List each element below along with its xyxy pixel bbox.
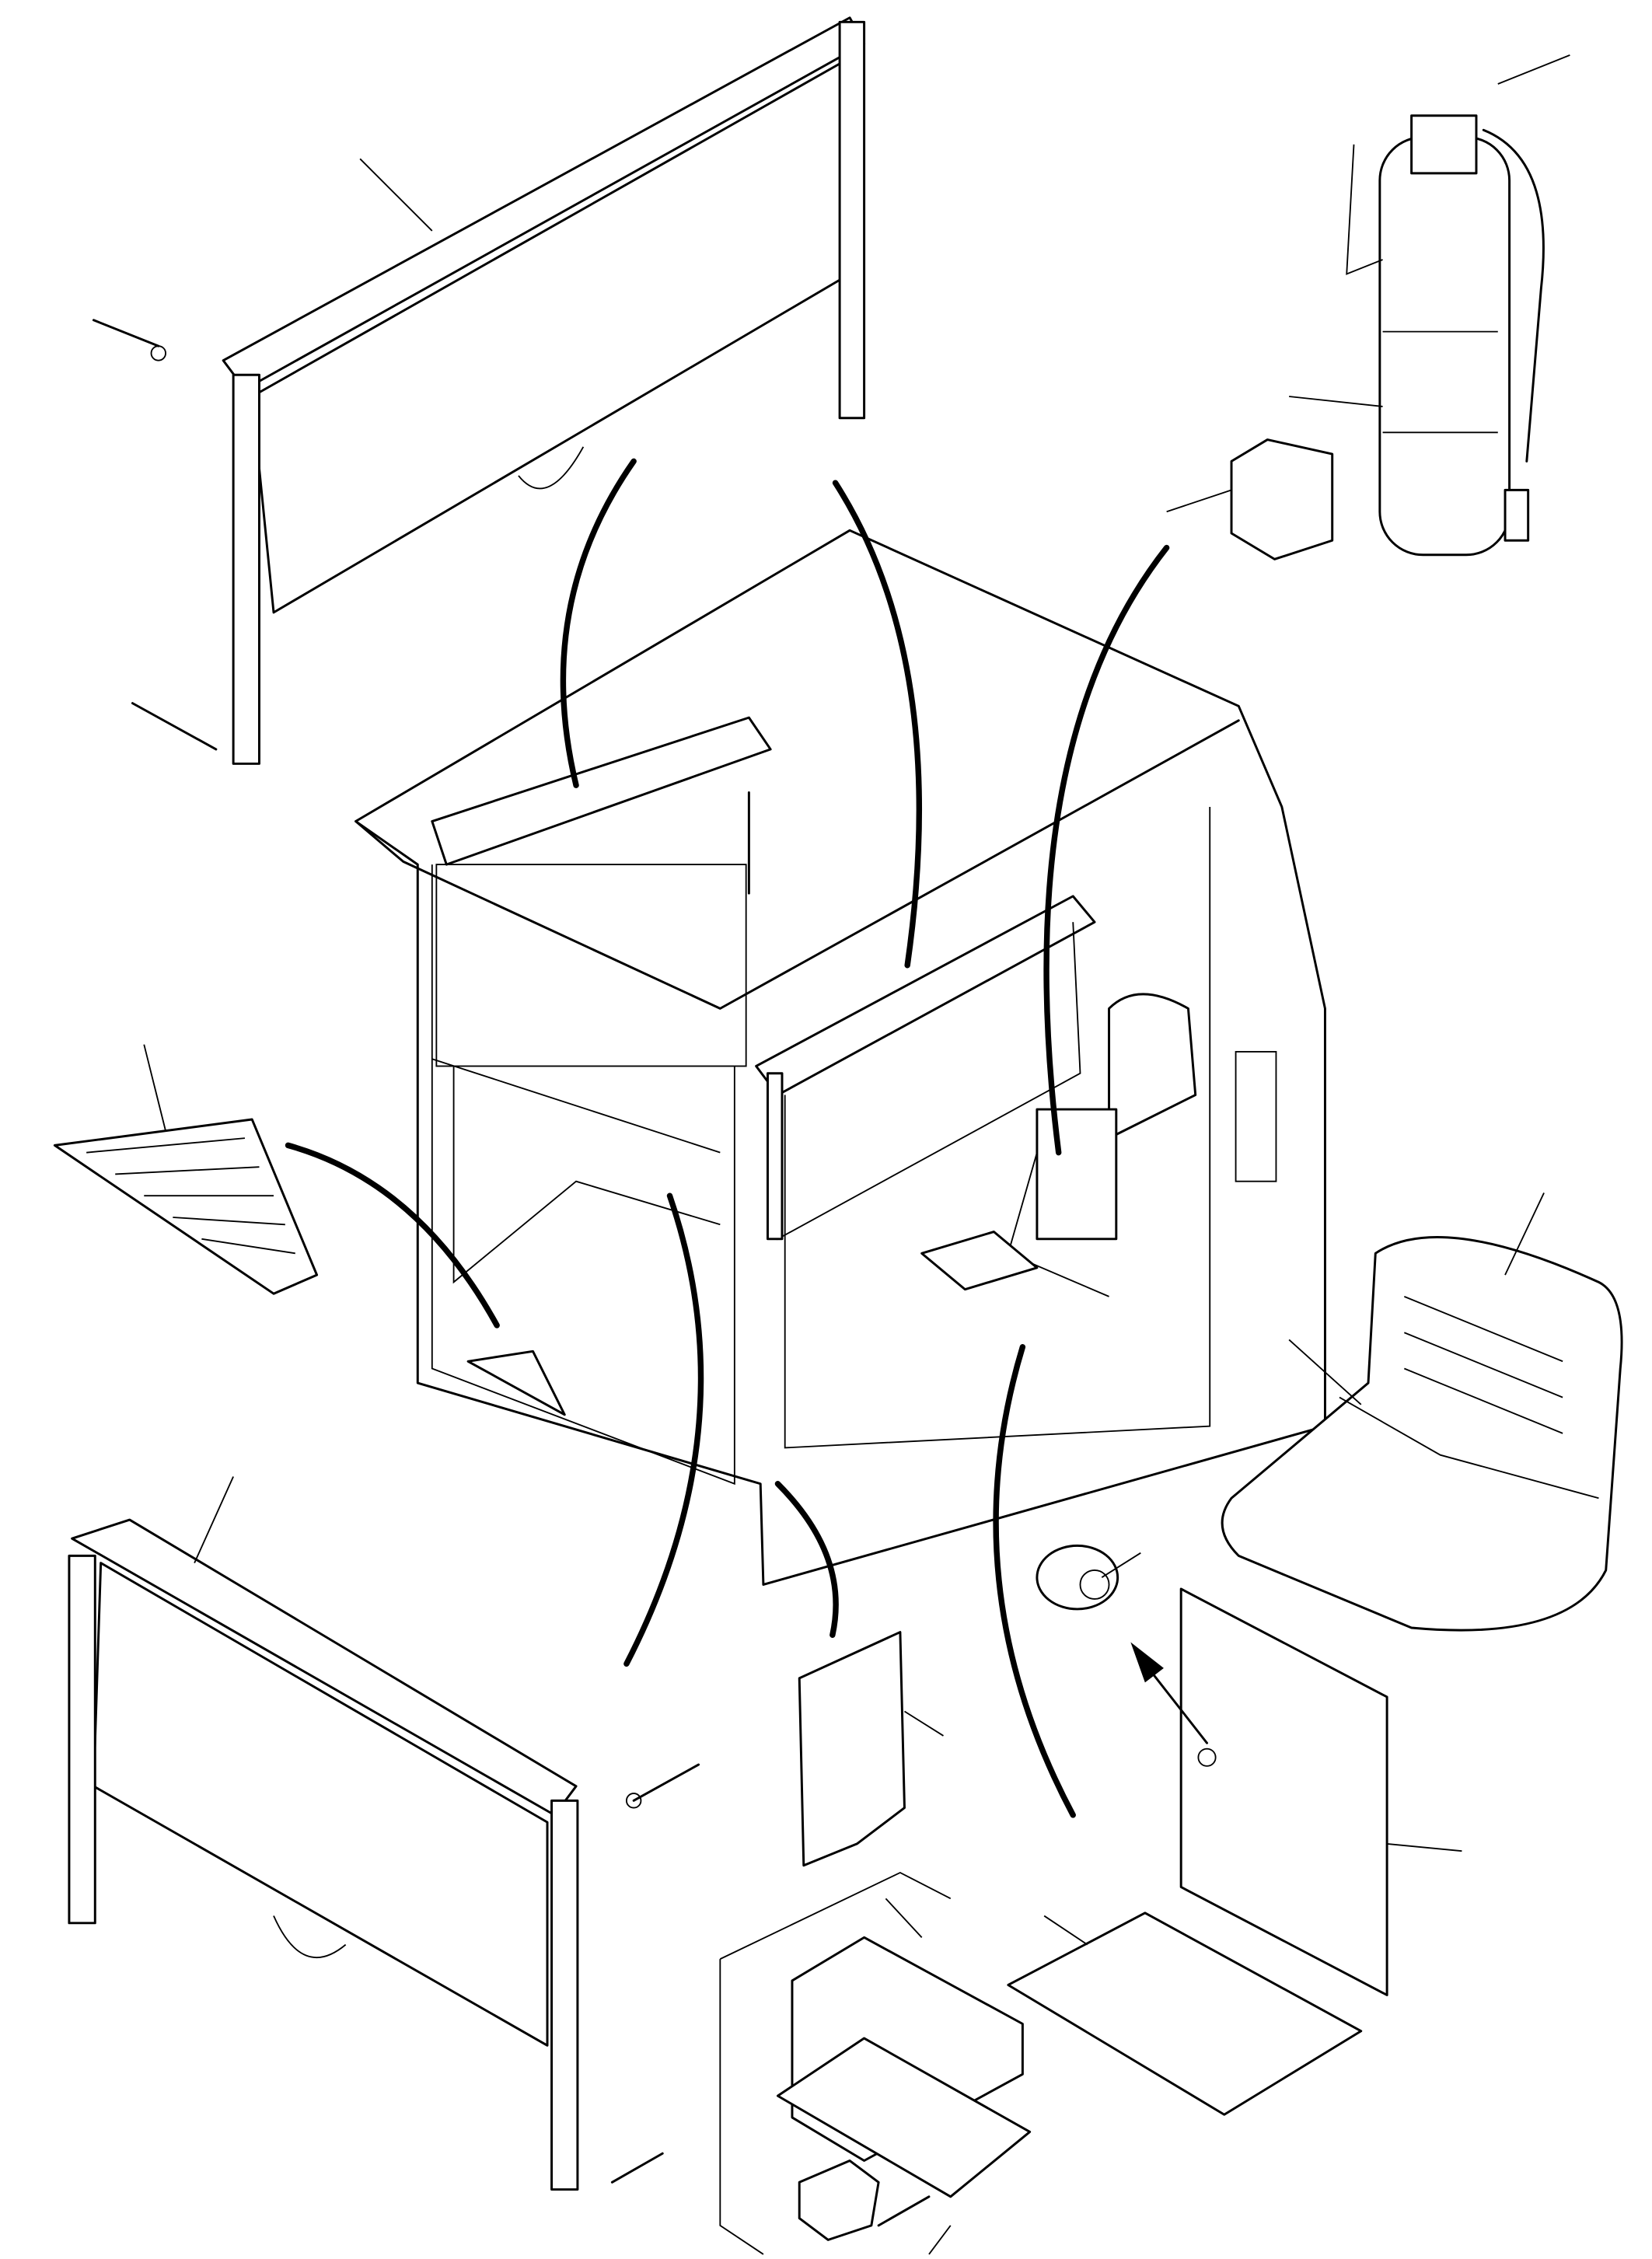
cab-roller-blind-side [755,895,1096,1241]
step-assembly [719,1871,1032,2255]
corner-tray [53,1118,319,1295]
cab-corner-tray [466,1349,566,1416]
extinguisher-bracket [1230,438,1334,560]
cab-floor-step [920,1231,1039,1291]
leader-lines [143,54,1570,1946]
assembly-arrows [285,458,1170,1818]
cab-roller-blind-rear [431,716,772,1067]
roller-blind-bottom [68,1518,700,2191]
operator-seat [1221,1236,1623,1632]
fire-extinguisher [1346,114,1545,557]
floor-plate [1007,1912,1363,2116]
cab-seat [1007,993,1197,1297]
key-switch [1036,1544,1119,1611]
door-panel [1130,1587,1388,1996]
roller-blind-top [92,16,866,765]
small-panel [798,1631,906,1867]
